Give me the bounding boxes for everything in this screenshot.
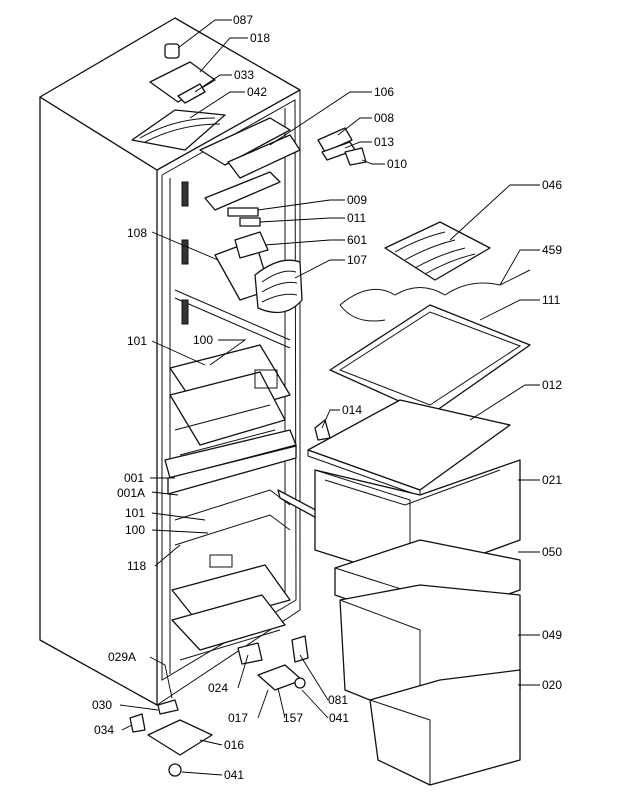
label-012: 012 bbox=[542, 378, 562, 392]
label-100-upper: 100 bbox=[193, 333, 213, 347]
part-033 bbox=[177, 83, 206, 104]
part-601 bbox=[234, 231, 269, 259]
refrigerator-cabinet bbox=[39, 17, 301, 706]
label-001: 001 bbox=[124, 471, 144, 485]
part-018 bbox=[149, 61, 216, 103]
part-041-bottom bbox=[168, 763, 182, 777]
label-018: 018 bbox=[250, 31, 270, 45]
top-parts bbox=[131, 43, 367, 314]
label-013: 013 bbox=[374, 135, 394, 149]
label-016: 016 bbox=[224, 738, 244, 752]
part-008 bbox=[317, 127, 353, 153]
label-042: 042 bbox=[247, 85, 267, 99]
part-014 bbox=[314, 419, 331, 441]
part-459 bbox=[339, 269, 531, 322]
label-101-lower: 101 bbox=[125, 506, 145, 520]
label-021: 021 bbox=[542, 473, 562, 487]
part-034 bbox=[129, 713, 146, 733]
label-100-lower: 100 bbox=[125, 523, 145, 537]
label-601: 601 bbox=[347, 233, 367, 247]
part-011 bbox=[239, 217, 261, 227]
label-107: 107 bbox=[347, 253, 367, 267]
label-033: 033 bbox=[234, 68, 254, 82]
label-111: 111 bbox=[542, 293, 561, 307]
label-030: 030 bbox=[92, 698, 112, 712]
part-106 bbox=[227, 134, 301, 179]
label-081: 081 bbox=[328, 693, 348, 707]
label-011: 011 bbox=[347, 211, 366, 225]
label-101-upper: 101 bbox=[127, 334, 147, 348]
leader-lines bbox=[119, 19, 540, 776]
label-118: 118 bbox=[127, 559, 146, 573]
label-157: 157 bbox=[283, 711, 303, 725]
label-050: 050 bbox=[542, 545, 562, 559]
label-020: 020 bbox=[542, 678, 562, 692]
label-034: 034 bbox=[94, 723, 114, 737]
label-014: 014 bbox=[342, 403, 362, 417]
bottom-parts bbox=[129, 635, 309, 777]
label-010: 010 bbox=[387, 157, 407, 171]
label-029A: 029A bbox=[108, 650, 136, 664]
label-041-lower: 041 bbox=[224, 768, 244, 782]
label-009: 009 bbox=[347, 193, 367, 207]
part-041-top bbox=[294, 677, 306, 689]
label-024: 024 bbox=[208, 681, 228, 695]
label-008: 008 bbox=[374, 111, 394, 125]
label-459: 459 bbox=[542, 243, 562, 257]
label-106: 106 bbox=[374, 85, 394, 99]
part-030 bbox=[157, 699, 179, 715]
part-081 bbox=[291, 635, 309, 663]
part-111 bbox=[329, 304, 531, 416]
part-024 bbox=[237, 642, 263, 665]
label-046: 046 bbox=[542, 178, 562, 192]
part-087 bbox=[164, 43, 180, 59]
part-016 bbox=[147, 719, 213, 756]
label-001A: 001A bbox=[117, 486, 145, 500]
label-108: 108 bbox=[127, 226, 147, 240]
label-041-upper: 041 bbox=[329, 711, 349, 725]
part-042 bbox=[131, 109, 226, 151]
part-labels: 087 018 033 042 106 008 013 010 046 009 … bbox=[92, 13, 562, 782]
part-009 bbox=[227, 207, 259, 217]
label-049: 049 bbox=[542, 628, 562, 642]
part-020 bbox=[369, 669, 521, 786]
shelves-and-drawers bbox=[277, 221, 531, 786]
part-046 bbox=[384, 221, 491, 281]
label-087: 087 bbox=[233, 13, 253, 27]
label-017: 017 bbox=[228, 711, 248, 725]
